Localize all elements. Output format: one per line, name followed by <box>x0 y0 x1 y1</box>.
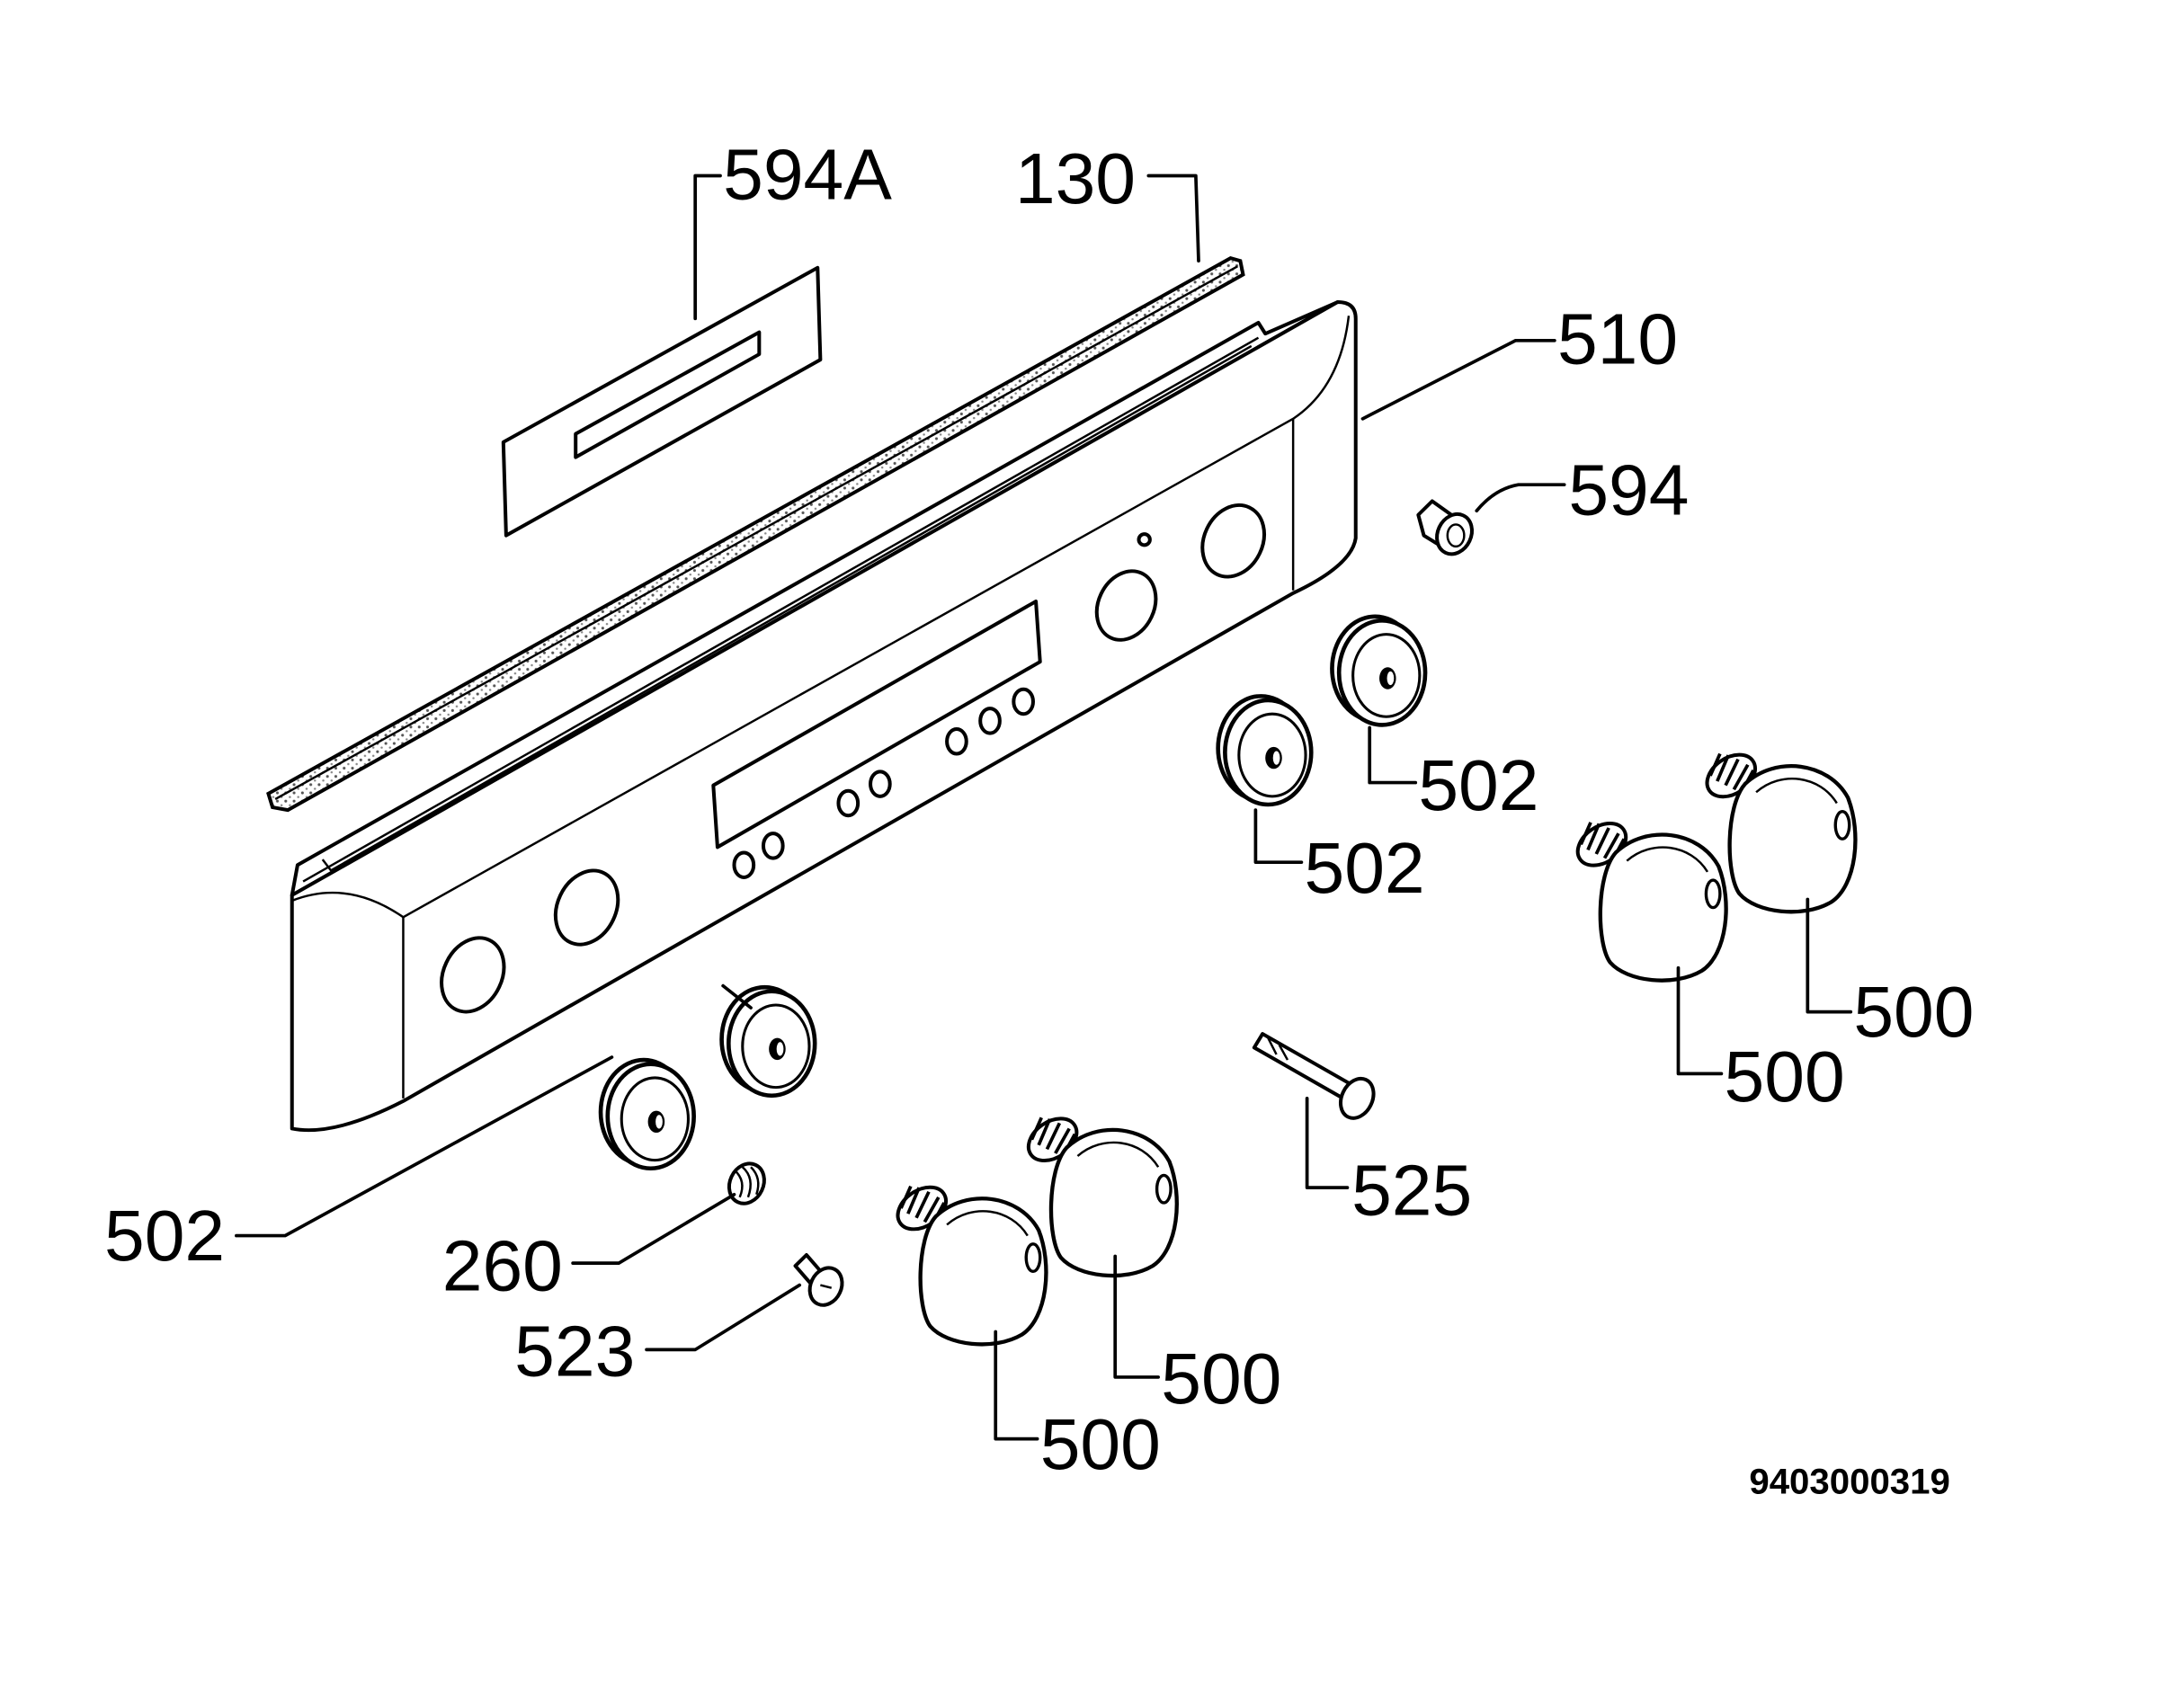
part-130-gasket-strip <box>266 256 1245 813</box>
callout-500: 500 <box>1725 1036 1845 1116</box>
callout-523: 523 <box>514 1312 635 1391</box>
part-523-screw <box>793 1252 844 1307</box>
part-500-control-knob <box>1570 814 1726 980</box>
callout-502: 502 <box>104 1196 225 1276</box>
part-525-shaft-pin <box>1252 1032 1376 1120</box>
callout-510: 510 <box>1557 299 1678 378</box>
part-502-knob-cap <box>1218 696 1312 805</box>
callout-525: 525 <box>1351 1151 1472 1230</box>
leader-lines <box>235 173 1853 1441</box>
panel-indicator-light <box>1137 532 1152 547</box>
panel-knob-hole <box>553 868 620 947</box>
part-502-knob-cap <box>722 987 816 1096</box>
part-502-knob-cap <box>601 1060 694 1169</box>
panel-knob-hole <box>1200 503 1266 579</box>
panel-display-window <box>711 599 1042 850</box>
part-260-spring <box>727 1161 766 1205</box>
callout-130: 130 <box>1015 138 1136 218</box>
drawing-number: 9403000319 <box>1749 1463 1949 1502</box>
part-502-knob-cap <box>1332 617 1425 725</box>
part-510-control-panel <box>290 300 1358 1133</box>
part-594-bushing <box>1416 499 1475 556</box>
callout-500: 500 <box>1161 1339 1281 1418</box>
panel-push-buttons <box>732 687 1035 879</box>
callout-502: 502 <box>1418 746 1538 825</box>
part-594a-display-strip <box>501 265 823 538</box>
callout-594a: 594A <box>723 135 892 214</box>
callout-500: 500 <box>1853 973 1974 1052</box>
part-500-control-knob <box>890 1179 1047 1344</box>
callout-500: 500 <box>1040 1405 1161 1484</box>
panel-knob-hole <box>440 936 506 1014</box>
callout-594: 594 <box>1568 450 1689 529</box>
callout-502: 502 <box>1305 828 1425 907</box>
panel-knob-hole <box>1094 569 1158 642</box>
callout-260: 260 <box>442 1226 563 1305</box>
